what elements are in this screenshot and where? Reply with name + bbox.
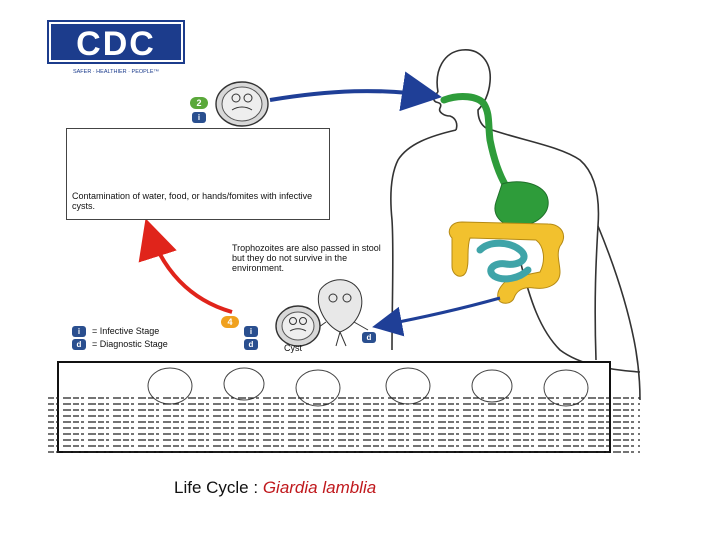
cdc-logo-tagline: SAFER · HEALTHIER · PEOPLE™ [73, 69, 159, 75]
excretion-arrow [372, 296, 501, 337]
cdc-logo: CDC SAFER · HEALTHIER · PEOPLE™ [47, 20, 185, 75]
contamination-caption: Contamination of water, food, or hands/f… [72, 191, 313, 211]
stomach [494, 181, 549, 227]
diagnostic-stage-tag: d [362, 332, 376, 343]
trophozoites-illustration [311, 279, 369, 347]
infective-stage-tag: i [244, 326, 258, 337]
caption-prefix: Life Cycle : [174, 478, 263, 497]
ingestion-arrow [269, 71, 442, 112]
cdc-logo-text: CDC [76, 25, 156, 63]
legend-infective-tag: i [72, 326, 86, 337]
contamination-panel [66, 128, 330, 220]
diagnostic-stage-tag: d [244, 339, 258, 350]
slide-caption: Life Cycle : Giardia lamblia [174, 478, 376, 498]
legend-diagnostic-label: = Diagnostic Stage [92, 339, 168, 349]
stool-panel [48, 361, 640, 453]
step-4-badge: 4 [221, 316, 239, 328]
environment-arrow [138, 218, 233, 314]
ingested-cyst [215, 81, 269, 127]
cyst-label: Cyst [284, 343, 302, 353]
large-intestine [448, 221, 564, 304]
step-2-badge: 2 [190, 97, 208, 109]
excreted-cyst [275, 305, 321, 347]
infective-stage-tag: i [192, 112, 206, 123]
legend-diagnostic-tag: d [72, 339, 86, 350]
digestive-tract [440, 93, 510, 190]
small-intestine [476, 239, 532, 283]
trophozoite-note: Trophozoites are also passed in stool bu… [232, 243, 381, 273]
caption-species: Giardia lamblia [262, 478, 377, 497]
human-body-outline [390, 49, 641, 401]
legend-infective-label: = Infective Stage [92, 326, 160, 336]
